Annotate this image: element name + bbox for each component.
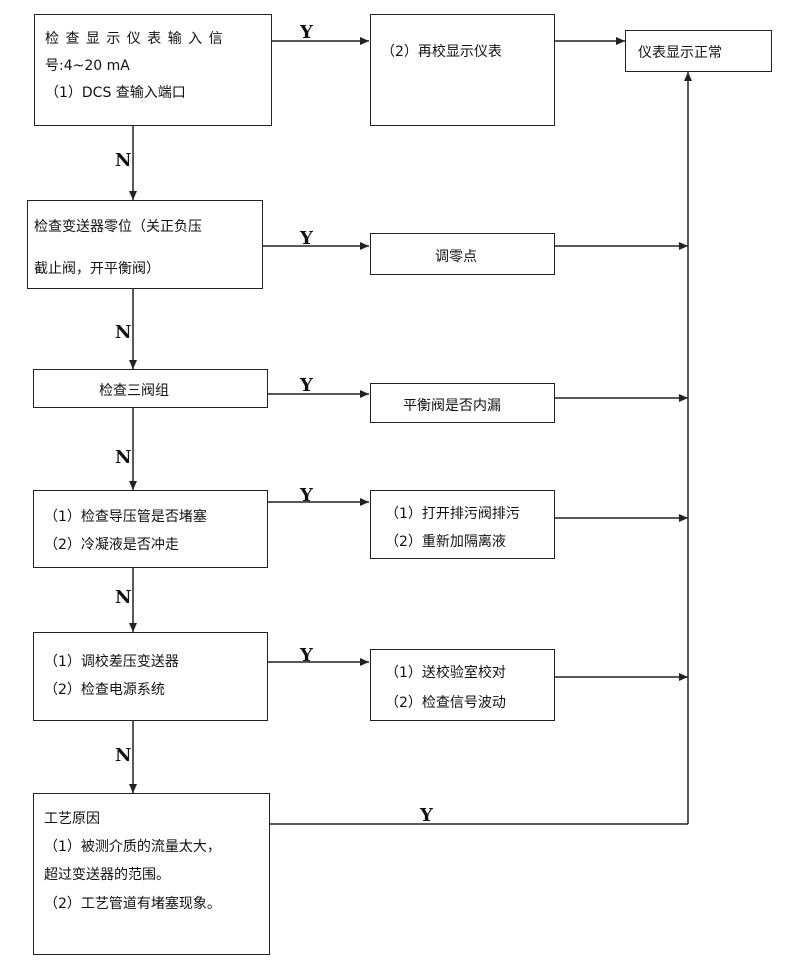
check-text: 号:4~20 mA	[45, 58, 130, 74]
result-box-normal: 仪表显示正常	[625, 30, 772, 72]
action-text: （1）打开排污阀排污	[385, 506, 520, 522]
check-text: 检 查 显 示 仪 表 输 入 信	[45, 31, 224, 47]
yes-label: Y	[300, 485, 313, 506]
check-text: （1）调校差压变送器	[44, 654, 179, 670]
check-text: （2）冷凝液是否冲走	[44, 537, 179, 553]
action-text: （1）送校验室校对	[385, 665, 506, 681]
check-text: 检查三阀组	[99, 383, 169, 399]
check-text: 截止阀，开平衡阀）	[34, 261, 160, 277]
check-box-three-valve: 检查三阀组	[33, 369, 268, 408]
result-text: 仪表显示正常	[638, 45, 722, 61]
check-box-calibrate: （1）调校差压变送器 （2）检查电源系统	[33, 632, 268, 721]
yes-label: Y	[300, 228, 313, 249]
check-text: 超过变送器的范围。	[44, 867, 170, 883]
check-box-process-reason: 工艺原因 （1）被测介质的流量太大， 超过变送器的范围。 （2）工艺管道有堵塞现…	[33, 793, 270, 955]
action-box-valve-leak: 平衡阀是否内漏	[370, 383, 555, 423]
no-label: N	[115, 447, 132, 468]
check-text: （2）工艺管道有堵塞现象。	[44, 896, 221, 912]
no-label: N	[115, 745, 132, 766]
check-text: （1）检查导压管是否堵塞	[44, 509, 207, 525]
action-text: 平衡阀是否内漏	[403, 398, 501, 414]
action-box-drain: （1）打开排污阀排污 （2）重新加隔离液	[370, 490, 555, 559]
check-box-impulse-pipe: （1）检查导压管是否堵塞 （2）冷凝液是否冲走	[33, 490, 268, 568]
check-text: 工艺原因	[44, 811, 100, 827]
action-text: （2）检查信号波动	[385, 695, 506, 711]
yes-label: Y	[300, 645, 313, 666]
check-box-input-signal: 检 查 显 示 仪 表 输 入 信 号:4~20 mA （1）DCS 查输入端口	[34, 14, 272, 126]
action-box-zero-adjust: 调零点	[370, 233, 555, 275]
action-text: （2）再校显示仪表	[381, 44, 502, 60]
yes-label: Y	[300, 375, 313, 396]
check-text: （1）DCS 查输入端口	[45, 85, 186, 101]
yes-label: Y	[300, 22, 313, 43]
action-text: （2）重新加隔离液	[385, 534, 506, 550]
action-box-recalibrate-display: （2）再校显示仪表	[370, 14, 555, 126]
check-box-transmitter-zero: 检查变送器零位（关正负压 截止阀，开平衡阀）	[27, 200, 263, 289]
yes-label: Y	[420, 805, 433, 826]
no-label: N	[115, 587, 132, 608]
check-text: （2）检查电源系统	[44, 682, 165, 698]
action-box-send-calibration: （1）送校验室校对 （2）检查信号波动	[370, 649, 555, 721]
no-label: N	[115, 150, 132, 171]
no-label: N	[115, 322, 132, 343]
check-text: 检查变送器零位（关正负压	[34, 219, 202, 235]
action-text: 调零点	[435, 249, 477, 265]
check-text: （1）被测介质的流量太大，	[44, 839, 221, 855]
